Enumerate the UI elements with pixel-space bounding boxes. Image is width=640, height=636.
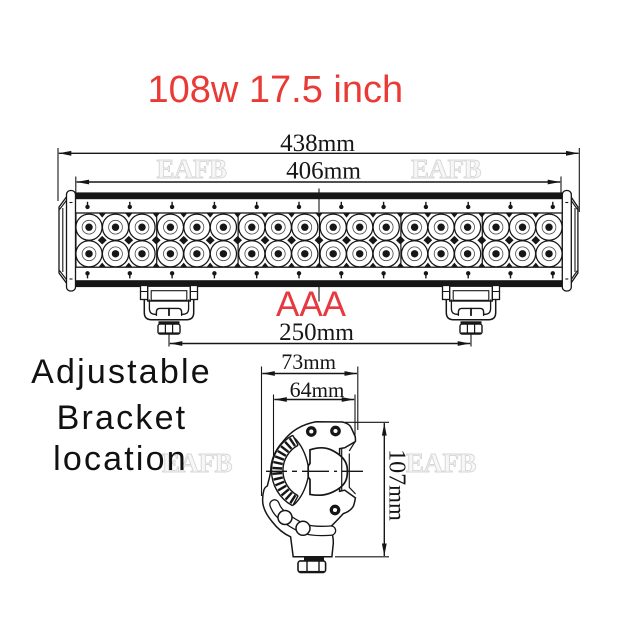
svg-text:73mm: 73mm [281, 349, 336, 374]
svg-text:108w 17.5 inch: 108w 17.5 inch [148, 69, 404, 111]
svg-text:438mm: 438mm [280, 130, 355, 157]
svg-text:EAFB: EAFB [406, 448, 477, 478]
svg-text:EAFB: EAFB [162, 448, 233, 478]
svg-text:AAA: AAA [276, 285, 347, 324]
svg-text:EAFB: EAFB [411, 154, 482, 184]
svg-text:Adjustable: Adjustable [31, 353, 212, 391]
svg-text:250mm: 250mm [279, 319, 354, 346]
svg-text:406mm: 406mm [286, 158, 361, 185]
svg-text:107mm: 107mm [384, 449, 410, 521]
svg-text:EAFB: EAFB [156, 154, 227, 184]
svg-text:Bracket: Bracket [57, 399, 188, 437]
svg-text:location: location [53, 440, 188, 478]
svg-text:64mm: 64mm [290, 377, 345, 402]
